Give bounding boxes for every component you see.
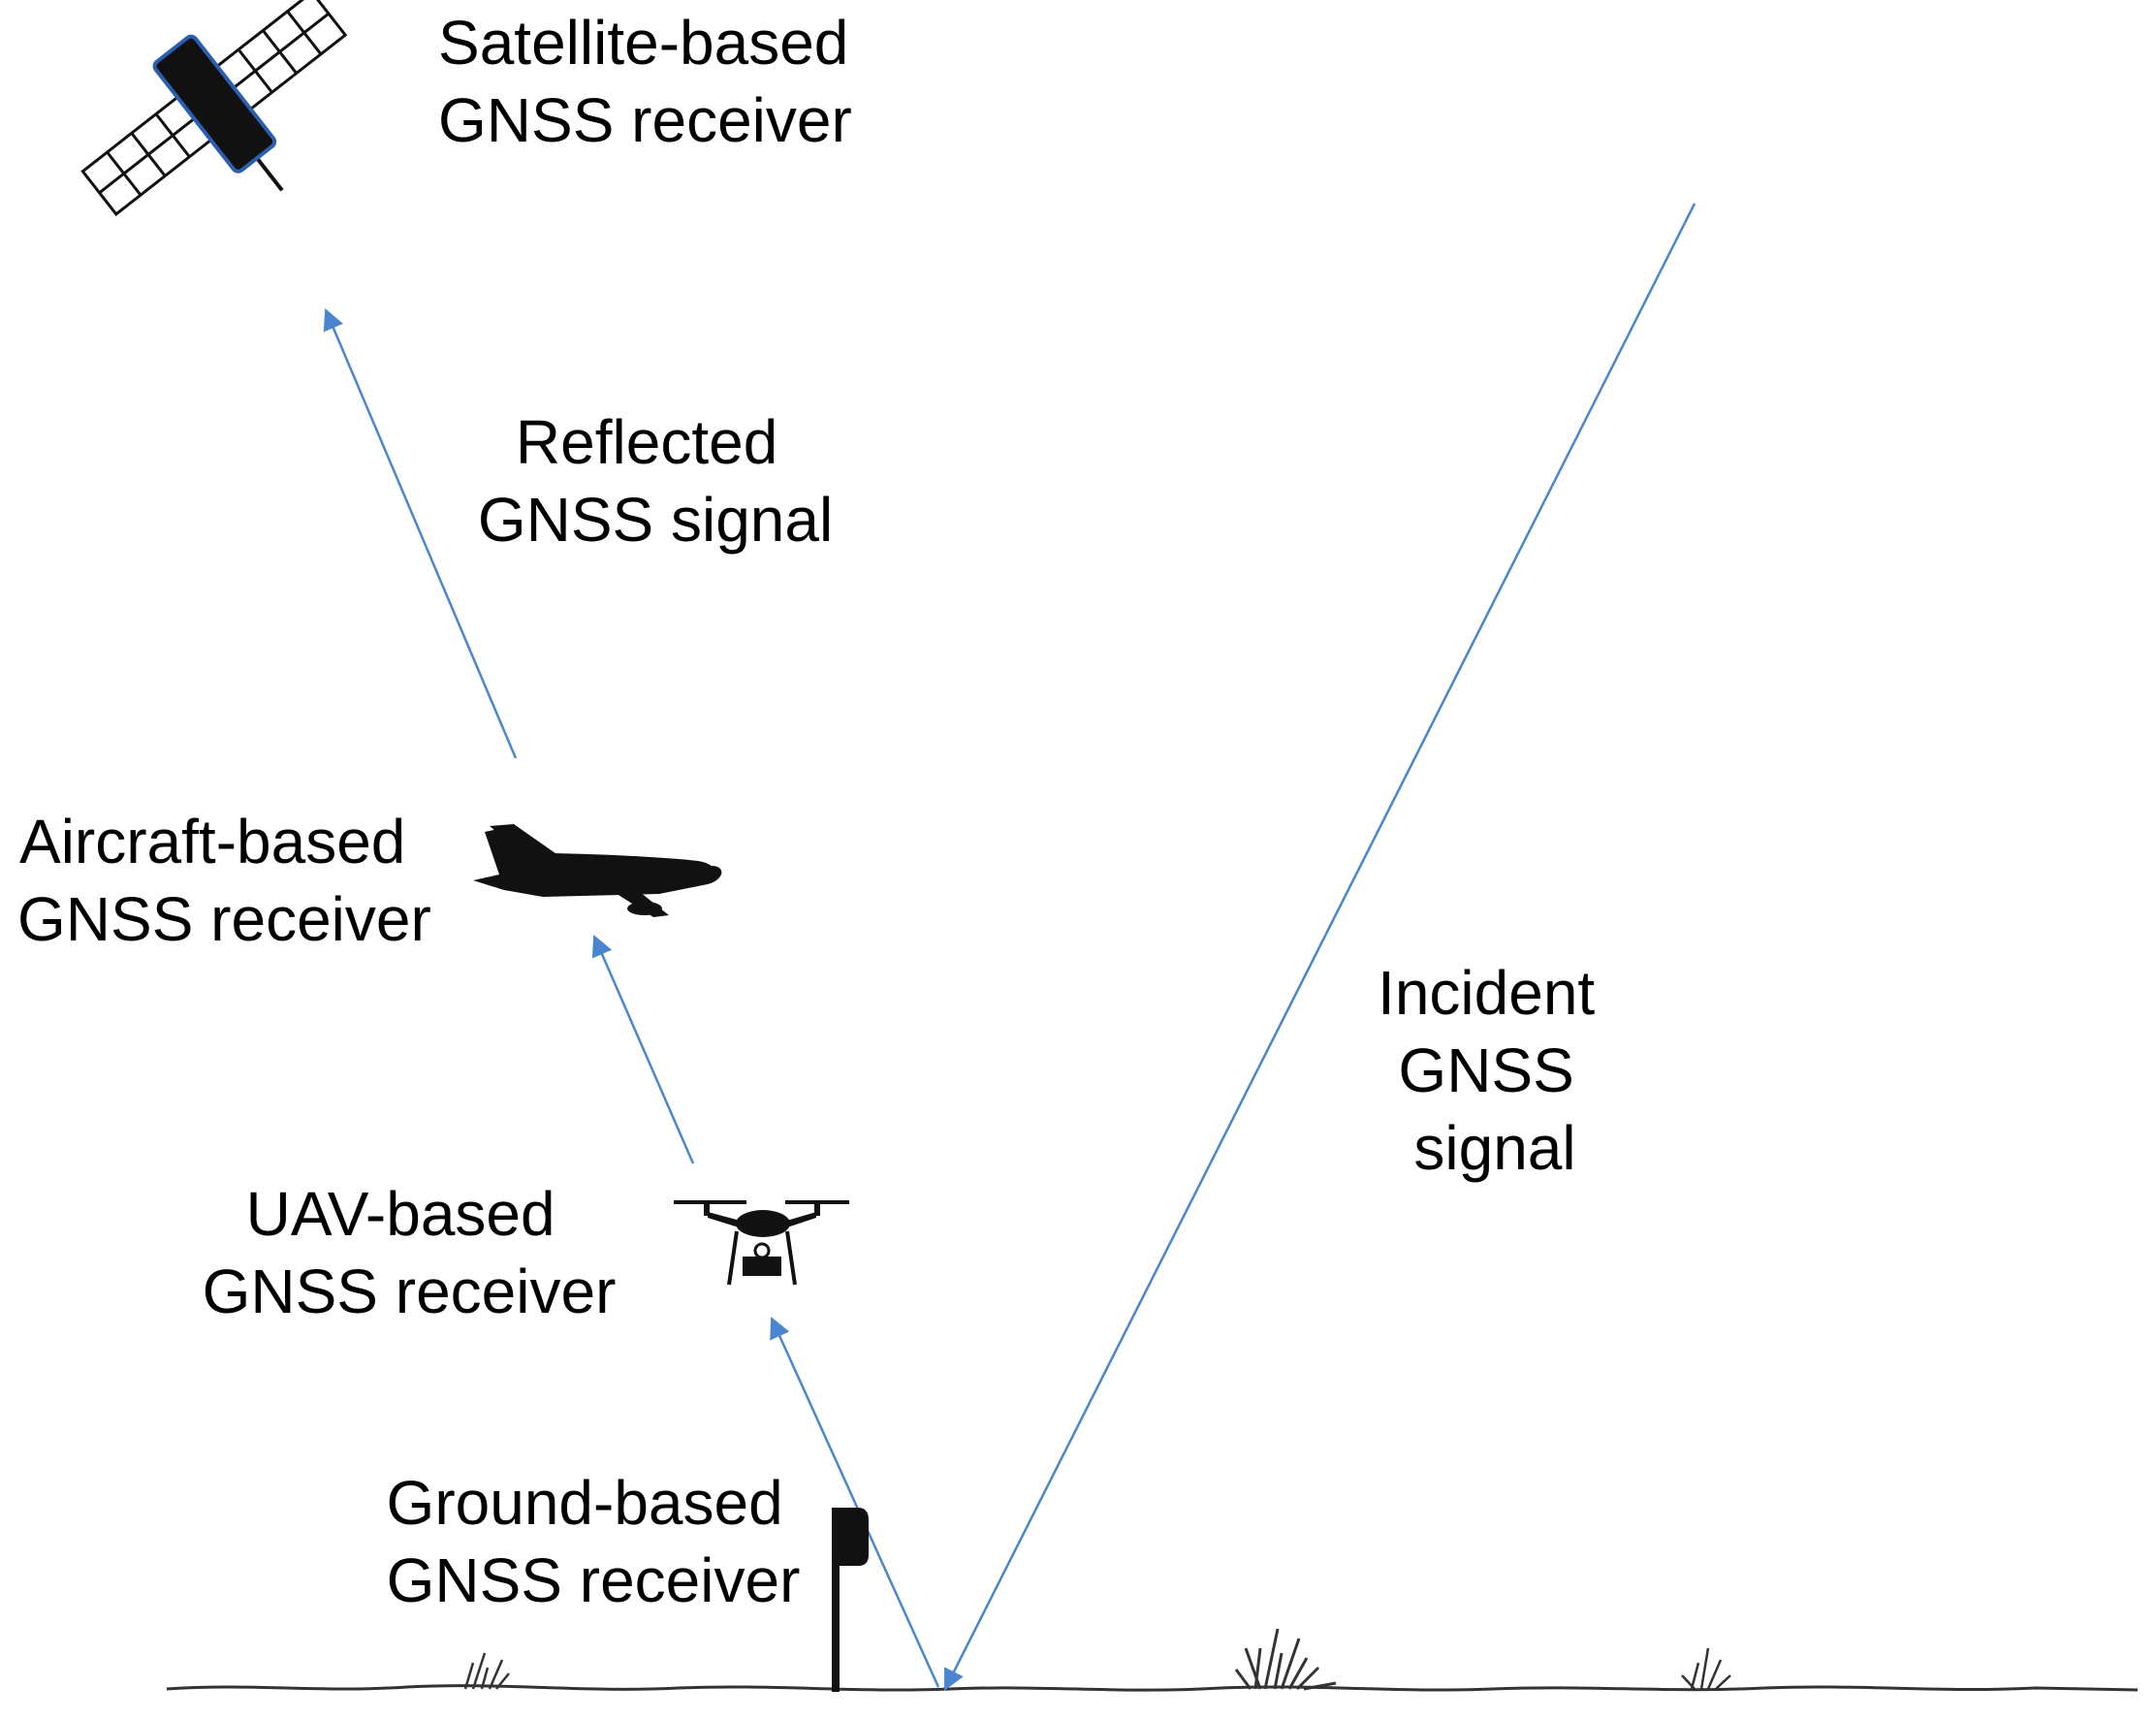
grass-tuft-icon bbox=[463, 1652, 510, 1690]
signal-paths bbox=[323, 203, 1696, 1691]
ground-receiver-icon bbox=[832, 1508, 869, 1692]
incident-signal-label: Incident GNSS signal bbox=[1378, 958, 1612, 1183]
aircraft-label: Aircraft-based GNSS receiver bbox=[17, 807, 431, 954]
satellite-icon bbox=[80, 0, 348, 216]
aircraft-icon bbox=[473, 824, 722, 917]
reflected-to-satellite-line bbox=[323, 307, 518, 759]
ground-line bbox=[166, 1684, 2139, 1692]
grass-tuft-icon bbox=[1681, 1647, 1731, 1690]
reflected-signal-label: Reflected GNSS signal bbox=[478, 407, 833, 555]
grass-tuft-icon bbox=[1234, 1628, 1337, 1691]
ground-label: Ground-based GNSS receiver bbox=[387, 1468, 801, 1615]
reflected-to-aircraft-line bbox=[591, 934, 695, 1164]
satellite-label: Satellite-based GNSS receiver bbox=[438, 8, 866, 155]
uav-label: UAV-based GNSS receiver bbox=[203, 1179, 617, 1326]
reflected-to-uav-line bbox=[770, 1316, 940, 1688]
drone-icon bbox=[674, 1200, 849, 1286]
incident-signal-line bbox=[944, 203, 1696, 1691]
